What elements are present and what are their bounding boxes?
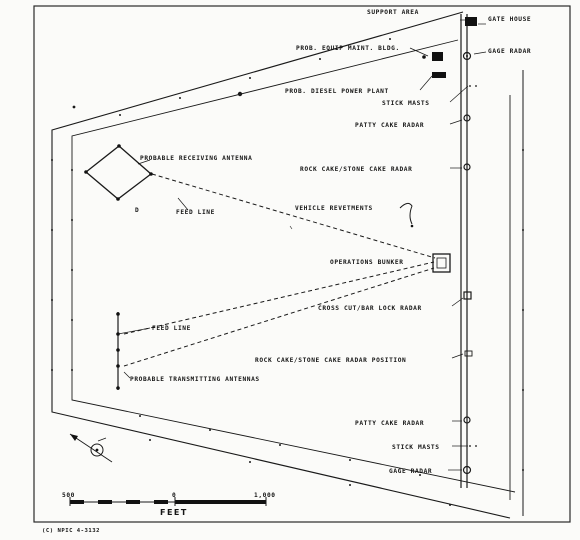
gate-house-icon — [465, 17, 477, 26]
equip-marker-icon — [422, 55, 426, 59]
label-stick-masts-bottom: STICK MASTS — [392, 444, 440, 451]
label-gate-house: GATE HOUSE — [488, 16, 531, 23]
gage-radar-bottom-icon — [462, 465, 472, 475]
cross-cut-radar-icon — [463, 291, 472, 300]
feed-line-upper — [151, 173, 436, 259]
operations-bunker-icon — [432, 253, 451, 273]
credit-label: (C) NPIC 4-3132 — [42, 528, 100, 534]
patty-cake-bottom-icon — [463, 416, 471, 424]
scale-label-mid: 0 — [172, 492, 176, 499]
fence-posts — [51, 38, 524, 506]
leader-lines — [409, 19, 487, 471]
rock-cake-top-icon — [463, 163, 471, 171]
label-stick-masts-top: STICK MASTS — [382, 100, 430, 107]
label-equip-maint: PROB. EQUIP MAINT. BLDG. — [296, 45, 400, 52]
receiving-antenna-leader — [137, 159, 151, 165]
receiving-antenna-diamond — [84, 145, 153, 200]
rock-cake-position-icon — [464, 350, 473, 357]
north-arrow-icon — [69, 433, 113, 463]
feed-line-lower-b — [123, 261, 435, 335]
radar-markers — [462, 51, 477, 475]
label-transmitting-antennas: PROBABLE TRANSMITTING ANTENNAS — [130, 376, 260, 383]
label-receiving-antenna: PROBABLE RECEIVING ANTENNA — [140, 155, 252, 162]
map-frame — [33, 5, 571, 523]
label-rock-cake-top: ROCK CAKE/STONE CAKE RADAR — [300, 166, 412, 173]
label-vehicle-revetments: VEHICLE REVETMENTS — [295, 205, 373, 212]
label-gage-radar-top: GAGE RADAR — [488, 48, 531, 55]
label-marker-d: D — [135, 207, 139, 214]
label-feed-line-upper: FEED LINE — [176, 209, 215, 216]
scale-label-left: 500 — [62, 492, 75, 499]
label-rock-cake-position: ROCK CAKE/STONE CAKE RADAR POSITION — [255, 357, 406, 364]
gage-radar-top-icon — [462, 51, 472, 61]
feed-line-lower-a — [123, 267, 435, 367]
patty-cake-top-icon — [463, 114, 471, 122]
label-patty-cake-bottom: PATTY CAKE RADAR — [355, 420, 424, 427]
scale-bar — [69, 497, 267, 506]
label-diesel-plant: PROB. DIESEL POWER PLANT — [285, 88, 389, 95]
equip-maint-building-icon — [432, 52, 443, 61]
vehicle-revetment-icon — [399, 202, 413, 225]
scale-label-right: 1,000 — [254, 492, 276, 499]
label-operations-bunker: OPERATIONS BUNKER — [330, 259, 404, 266]
scale-unit-label: FEET — [160, 508, 188, 517]
perimeter-fence-outer — [51, 11, 511, 519]
label-patty-cake-top: PATTY CAKE RADAR — [355, 122, 424, 129]
label-feed-line-lower: FEED LINE — [152, 325, 191, 332]
label-cross-cut: CROSS CUT/BAR LOCK RADAR — [318, 305, 422, 312]
diesel-plant-icon — [432, 72, 446, 78]
perimeter-fence-inner — [71, 39, 516, 493]
label-support-area: SUPPORT AREA — [367, 9, 419, 16]
label-gage-radar-bottom: GAGE RADAR — [389, 468, 432, 475]
